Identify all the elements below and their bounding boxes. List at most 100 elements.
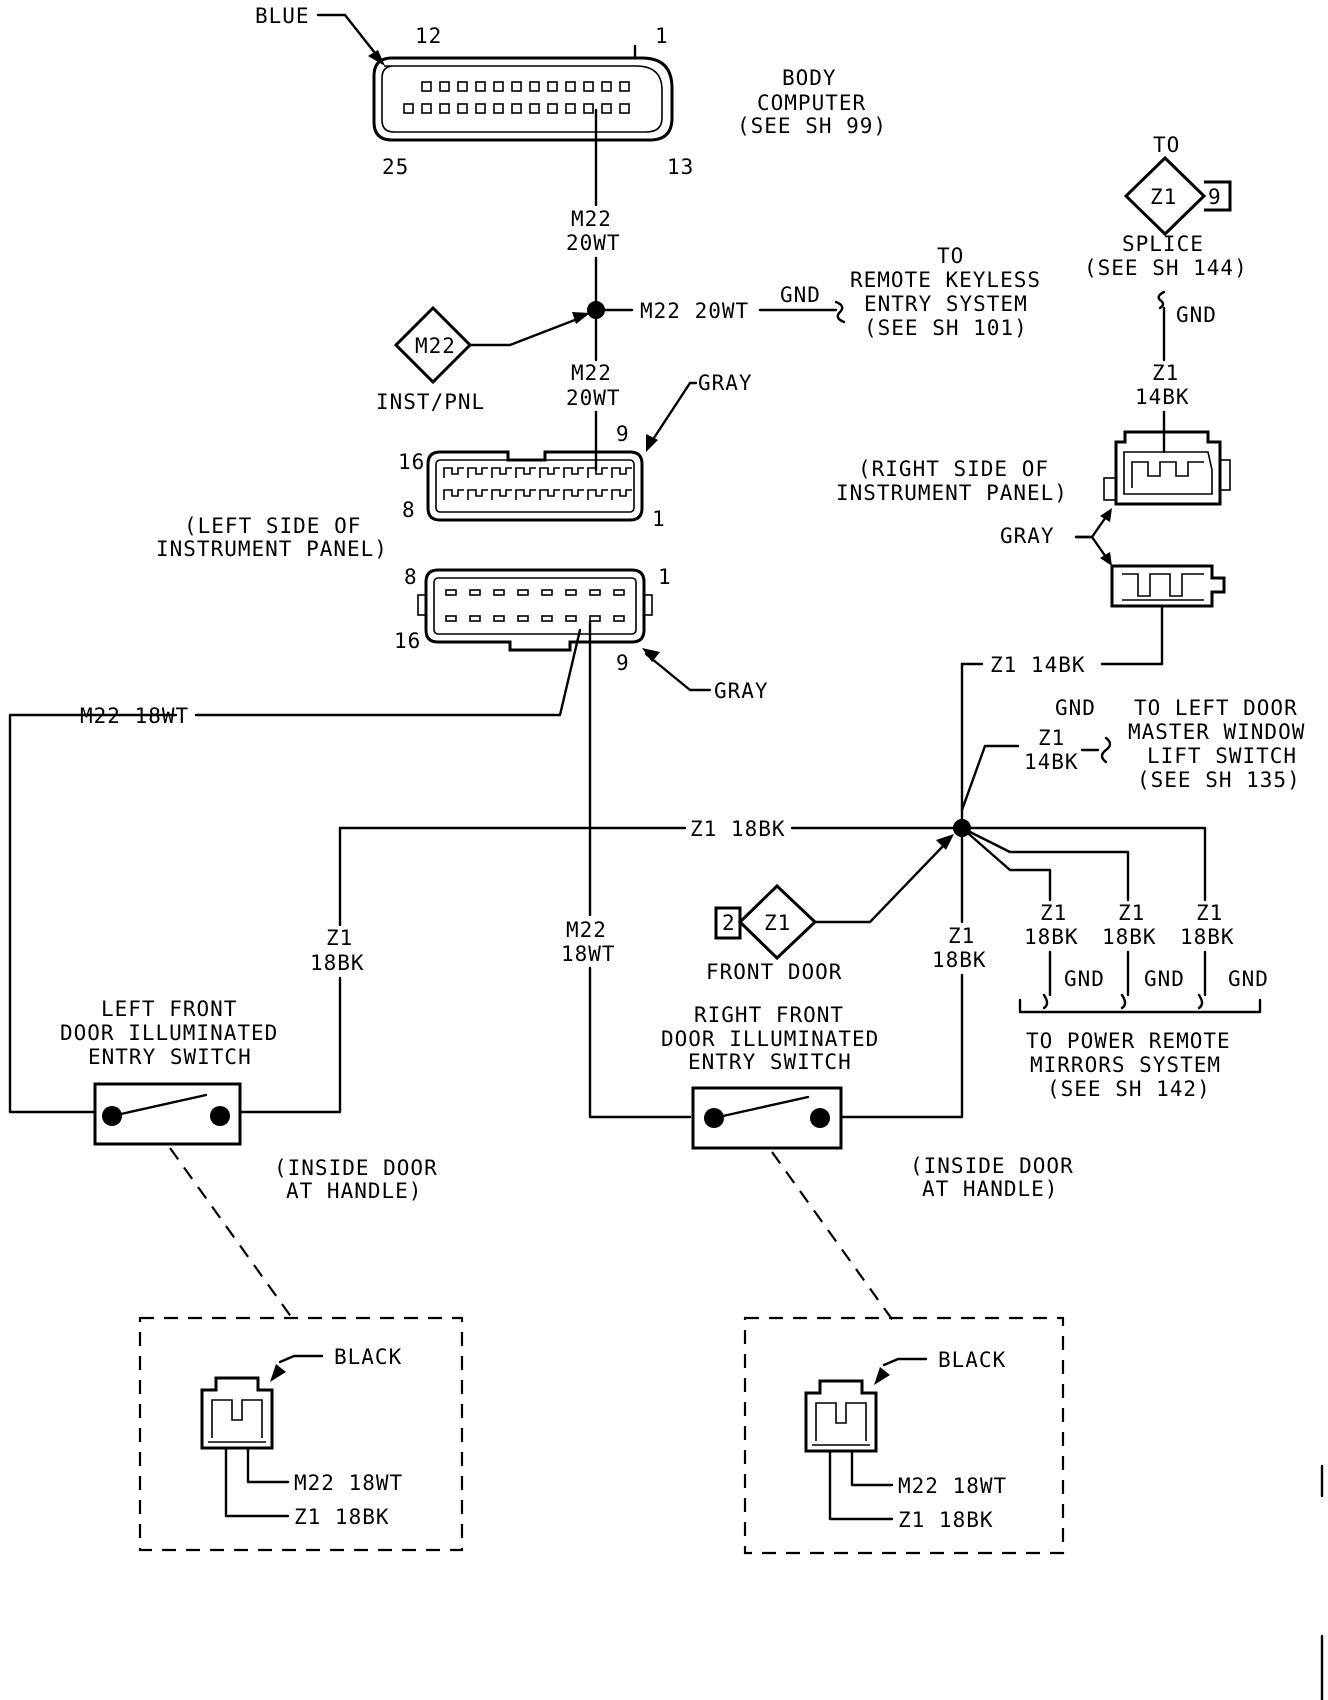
connector-pin-cavity [493, 589, 505, 596]
connector-pin-cavity [613, 615, 625, 622]
connector-terminal [491, 489, 512, 500]
left-door-master-line-1: TO LEFT DOOR [1134, 696, 1298, 720]
left-front-door-illuminated-entry-switch[interactable] [93, 1082, 242, 1146]
left-connector-lower-pin-1: 1 [658, 565, 672, 589]
connector-pin-cavity [565, 589, 577, 596]
connector-pin-cavity [601, 81, 612, 92]
connector-pin-cavity [493, 81, 504, 92]
left-connector-location-2: INSTRUMENT PANEL) [156, 537, 388, 561]
right-detail-wire-2: Z1 18BK [898, 1508, 994, 1532]
left-switch-line-3: ENTRY SWITCH [88, 1045, 252, 1069]
right-z1-code: Z1 [948, 924, 975, 948]
connector-pin-cavity [511, 81, 522, 92]
z1-splice-wire-gauge: 14BK [1135, 385, 1190, 409]
mirror-wire-1-code: Z1 [1040, 901, 1067, 925]
z1-splice-line-2: (SEE SH 144) [1084, 256, 1248, 280]
right-switch-location-1: (INSIDE DOOR [910, 1154, 1074, 1178]
right-front-door-illuminated-entry-switch[interactable] [691, 1086, 843, 1150]
mirror-gnd-1: GND [1064, 967, 1105, 991]
connector-pin-cavity [469, 589, 481, 596]
left-connector-lower-pin-16: 16 [394, 629, 421, 653]
left-door-master-line-3: LIFT SWITCH [1147, 744, 1297, 768]
body-computer-title-3: (SEE SH 99) [737, 114, 887, 138]
mirrors-line-1: TO POWER REMOTE [1026, 1029, 1231, 1053]
right-detail-connector [804, 1379, 878, 1453]
connector-pin-cavity [583, 81, 594, 92]
connector-pin-cavity [517, 615, 529, 622]
connector-pin-cavity [475, 81, 486, 92]
connector-pin-cavity [613, 589, 625, 596]
connector-pin-cavity [421, 103, 432, 114]
connector-pin-cavity [403, 103, 414, 114]
connector-terminal [443, 467, 464, 478]
connector-terminal [467, 467, 488, 478]
left-z1-code: Z1 [326, 926, 353, 950]
connector-pin-cavity [601, 103, 612, 114]
left-connector-upper-color: GRAY [698, 371, 753, 395]
mirror-wire-3-code: Z1 [1196, 901, 1223, 925]
z1-splice-gnd: GND [1176, 303, 1217, 327]
left-door-master-wire-gauge: 14BK [1024, 750, 1079, 774]
connector-pin-cavity [475, 103, 486, 114]
right-connector-location-1: (RIGHT SIDE OF [858, 457, 1049, 481]
left-detail-box [138, 1316, 464, 1552]
connector-pin-cavity [517, 589, 529, 596]
right-switch-line-1: RIGHT FRONT [694, 1003, 844, 1027]
connector-pin-cavity [565, 81, 576, 92]
m22-below-gauge: 20WT [566, 386, 621, 410]
front-door-pin: 2 [722, 911, 736, 935]
connector-pin-cavity [565, 103, 576, 114]
body-computer-pin-12: 12 [415, 24, 442, 48]
right-switch-line-2: DOOR ILLUMINATED [661, 1027, 879, 1051]
mirror-wire-3-gauge: 18BK [1180, 925, 1235, 949]
connector-terminal [611, 467, 632, 478]
connector-terminal [515, 467, 536, 478]
left-connector-lower-pin-9: 9 [616, 651, 630, 675]
left-door-master-line-2: MASTER WINDOW [1128, 720, 1305, 744]
body-computer-pin-row-bottom [403, 103, 630, 114]
connector-pin-cavity [619, 103, 630, 114]
left-connector-lower-pin-8: 8 [404, 565, 418, 589]
left-connector-lower-color: GRAY [714, 679, 769, 703]
top-wire-gauge: 20WT [566, 231, 621, 255]
connector-pin-cavity [493, 103, 504, 114]
connector-pin-cavity [619, 81, 630, 92]
mid-18wt-gauge: 18WT [561, 942, 616, 966]
body-computer-connector [372, 44, 674, 142]
connector-pin-cavity [529, 81, 540, 92]
right-ip-connector-mate [1110, 564, 1226, 608]
connector-terminal [587, 489, 608, 500]
body-computer-pin-1: 1 [655, 24, 669, 48]
z1-splice-line-1: SPLICE [1122, 232, 1204, 256]
body-computer-title-2: COMPUTER [757, 91, 866, 115]
mirror-gnd-2: GND [1144, 967, 1185, 991]
connector-pin-cavity [421, 81, 432, 92]
connector-terminal [611, 489, 632, 500]
left-connector-location-1: (LEFT SIDE OF [184, 514, 361, 538]
m22-inst-pnl-diamond [393, 305, 473, 385]
left-ip-connector-lower [417, 568, 653, 652]
right-detail-wire-1: M22 18WT [898, 1474, 1007, 1498]
right-switch-line-3: ENTRY SWITCH [688, 1050, 852, 1074]
left-detail-wire-2: Z1 18BK [294, 1505, 390, 1529]
connector-terminal [539, 467, 560, 478]
left-detail-color: BLACK [334, 1345, 402, 1369]
connector-pin-cavity [457, 81, 468, 92]
left-detail-connector [200, 1376, 274, 1450]
connector-pin-cavity [457, 103, 468, 114]
z1-splice-diamond-label: Z1 [1150, 185, 1177, 209]
front-door-z1-diamond [737, 883, 818, 961]
m22-18wt-label: M22 18WT [80, 704, 189, 728]
top-wire-code: M22 [571, 207, 612, 231]
connector-terminal [491, 467, 512, 478]
z1-splice-wire-code: Z1 [1152, 361, 1179, 385]
mirror-wire-2-gauge: 18BK [1102, 925, 1157, 949]
z1-splice-diamond [1123, 155, 1207, 237]
right-18bk-gauge: 18BK [932, 948, 987, 972]
left-connector-pin-9: 9 [616, 422, 630, 446]
connector-pin-cavity [493, 615, 505, 622]
right-detail-box [743, 1316, 1065, 1555]
z1-splice-to: TO [1153, 133, 1180, 157]
mirror-gnd-3: GND [1228, 967, 1269, 991]
